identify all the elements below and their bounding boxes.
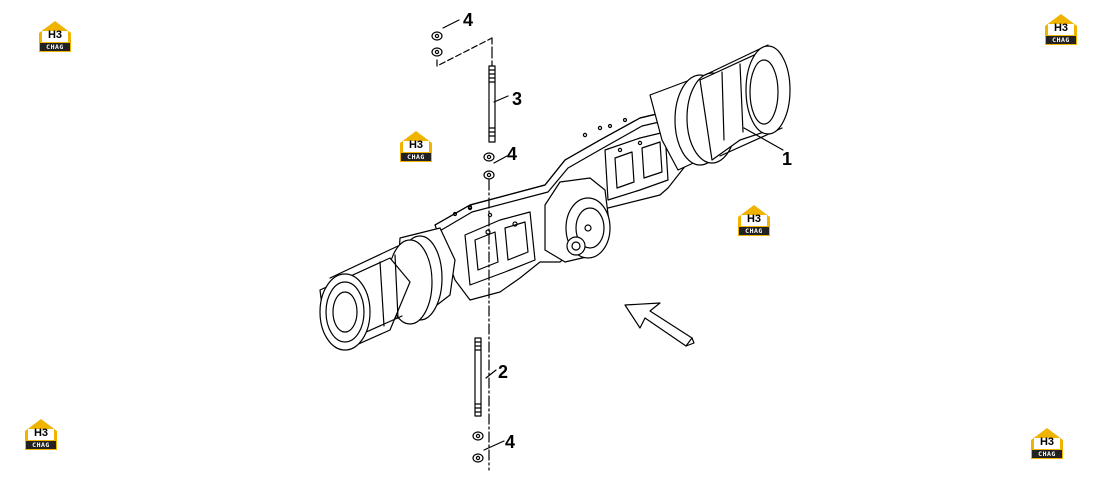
leader-4-top — [442, 19, 460, 29]
axle-housing — [319, 44, 791, 351]
callout-part-4-top: 4 — [463, 10, 474, 30]
nut-top-upper — [431, 31, 443, 41]
callout-part-3: 3 — [512, 89, 523, 109]
leader-4-mid — [493, 155, 508, 164]
stud-2 — [474, 337, 482, 417]
leader-1 — [743, 127, 784, 151]
callout-part-2: 2 — [498, 362, 509, 382]
leader-2 — [485, 369, 497, 379]
callout-part-1: 1 — [782, 149, 793, 169]
assembly-line-top — [436, 37, 493, 67]
leader-3 — [493, 95, 509, 103]
nut-mid-upper — [483, 152, 495, 162]
nut-bottom-upper — [472, 431, 484, 441]
callout-part-4-mid: 4 — [507, 144, 518, 164]
nut-bottom-lower — [472, 453, 484, 463]
direction-arrow — [624, 302, 693, 347]
nut-top-lower — [431, 47, 443, 57]
nut-mid-lower — [483, 170, 495, 180]
callout-part-4-bottom: 4 — [505, 432, 516, 452]
leader-4-bottom — [483, 440, 505, 451]
stud-3 — [488, 37, 496, 143]
